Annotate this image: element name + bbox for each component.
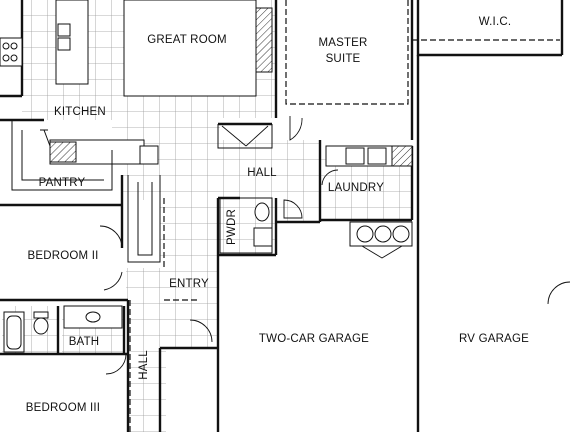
hall-closet (217, 122, 273, 149)
great-room-carpet (123, 0, 257, 97)
master-suite-label-line1: MASTER (318, 37, 367, 49)
hall-lower-label: HALL (138, 350, 150, 380)
water-heaters (349, 221, 413, 259)
pantry-walls (11, 120, 113, 191)
walls (0, 0, 564, 432)
powder-fixtures (219, 197, 273, 254)
two-car-garage-label: TWO-CAR GARAGE (259, 333, 369, 345)
laundry-fixtures (325, 145, 413, 167)
master-suite-label-line2: SUITE (326, 53, 361, 65)
dashed-soffit-lines (129, 0, 560, 432)
kitchen-fixtures (0, 0, 159, 165)
powder-label: PWDR (226, 209, 238, 245)
pantry-label: PANTRY (39, 177, 86, 189)
wic-label: W.I.C. (479, 16, 512, 28)
great-room-label: GREAT ROOM (147, 34, 227, 46)
hall-upper-label: HALL (247, 167, 277, 179)
bedroom-2-closet (127, 175, 161, 263)
rv-garage-label: RV GARAGE (459, 333, 529, 345)
bath-fixtures (3, 305, 123, 353)
bath-label: BATH (69, 336, 100, 348)
entry-label: ENTRY (169, 278, 209, 290)
laundry-label: LAUNDRY (328, 182, 384, 194)
door-swings (99, 116, 571, 375)
kitchen-label: KITCHEN (54, 106, 106, 118)
fireplace (255, 7, 273, 73)
bedroom-3-label: BEDROOM III (26, 402, 100, 414)
bedroom-2-label: BEDROOM II (27, 250, 98, 262)
